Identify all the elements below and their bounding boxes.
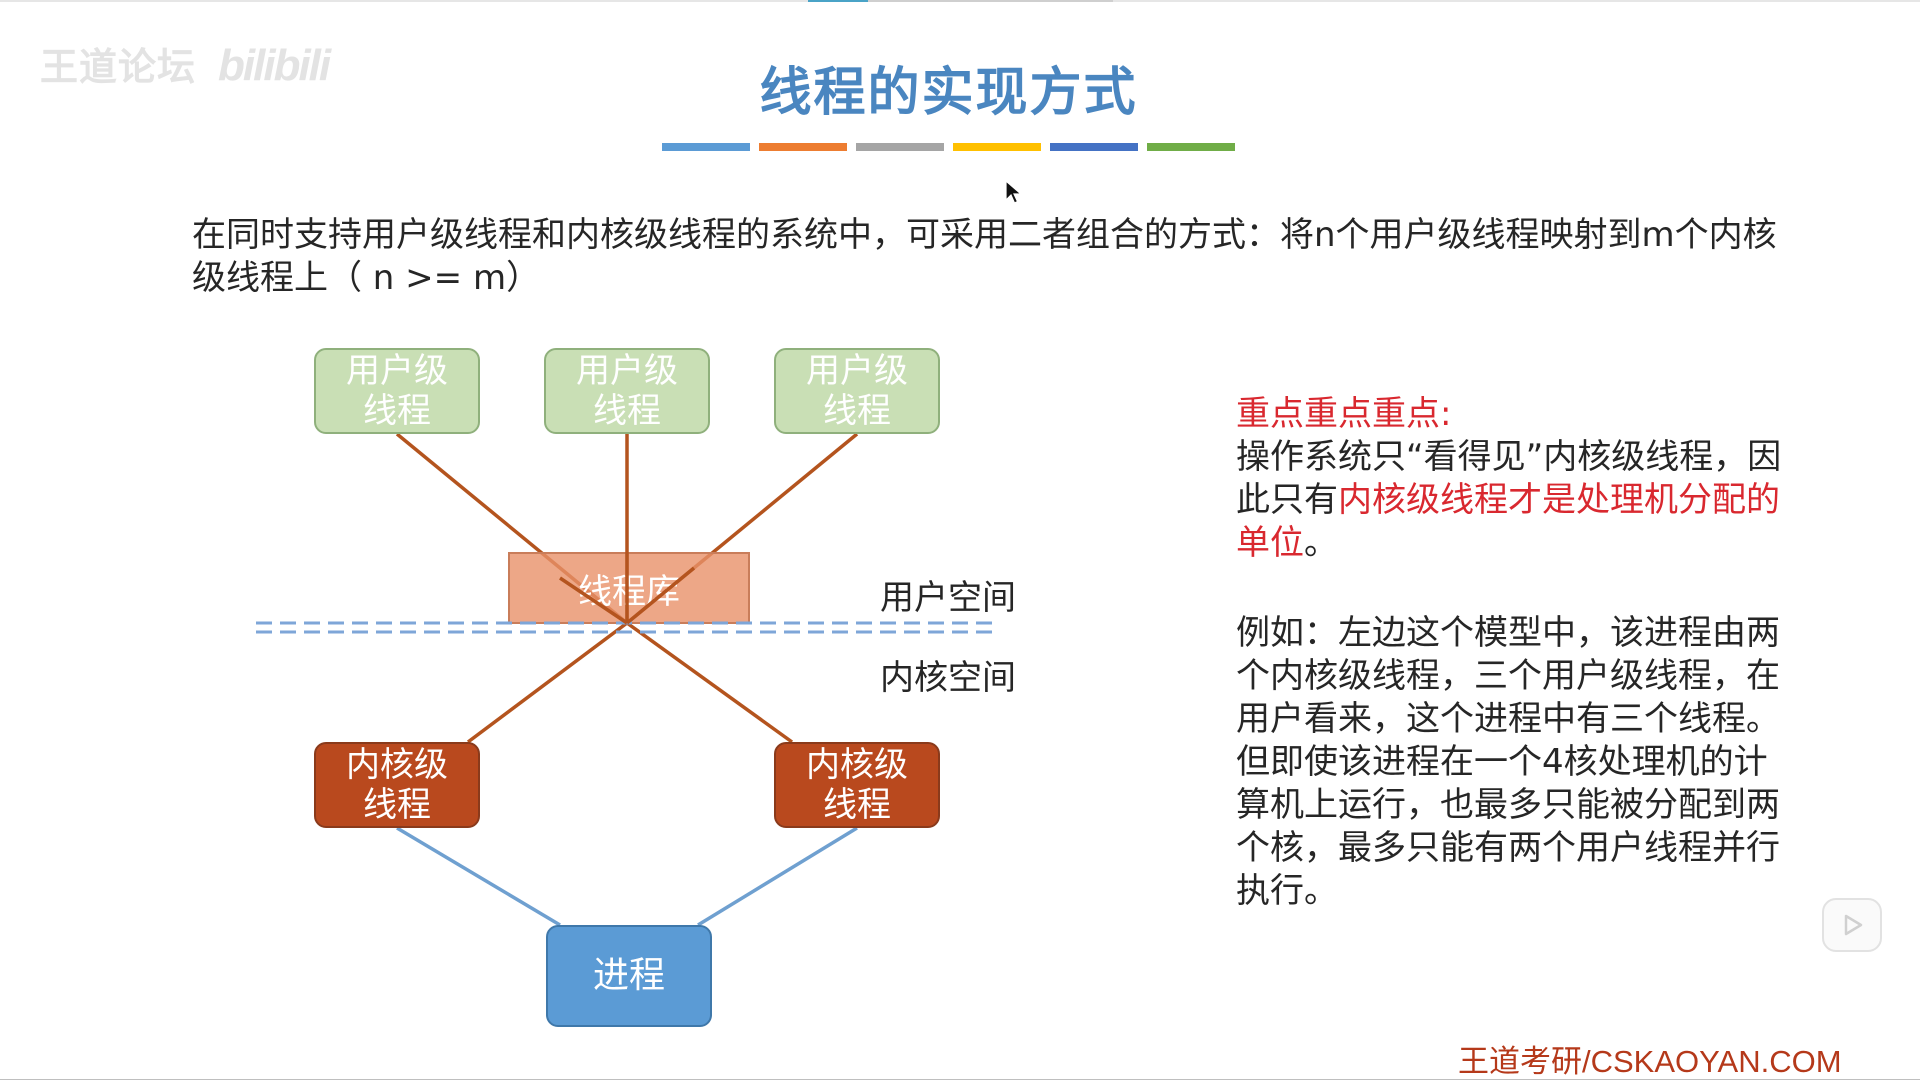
key-point-body: 操作系统只“看得见”内核级线程，因此只有内核级线程才是处理机分配的单位。 [1236,436,1796,565]
color-bar [953,143,1041,151]
thread-library-node: 线程库 [508,552,750,624]
key-point-text: 操作系统只“看得见”内核级线程，因此只有 [1236,437,1782,520]
play-button[interactable] [1822,898,1882,952]
user-thread-node: 用户级 线程 [314,348,480,434]
mapping-line [466,621,629,744]
color-bar [1050,143,1138,151]
color-bar [856,143,944,151]
color-bar [1147,143,1235,151]
color-bar [759,143,847,151]
kernel-space-label: 内核空间 [880,658,1016,698]
process-link-line [396,826,561,927]
process-node: 进程 [546,925,712,1027]
cursor-arrow-icon [1005,180,1023,204]
watermark: 王道论坛 bilibili [40,36,331,91]
progress-track [868,0,1113,2]
bilibili-logo: bilibili [218,41,331,90]
process-link-lines [396,826,858,927]
footer-brand: 王道考研/CSKAOYAN.COM [1458,1044,1842,1079]
slide-title: 线程的实现方式 [759,63,1138,123]
key-point-note: 重点重点重点: 操作系统只“看得见”内核级线程，因此只有内核级线程才是处理机分配… [1236,393,1796,565]
user-space-label: 用户空间 [880,578,1016,618]
color-bar [662,143,750,151]
progress-fill [808,0,868,2]
example-note: 例如：左边这个模型中，该进程由两个内核级线程，三个用户级线程，在用户看来，这个进… [1236,613,1780,911]
key-point-heading: 重点重点重点: [1236,394,1452,434]
mapping-line [625,621,794,744]
intro-text: 在同时支持用户级线程和内核级线程的系统中，可采用二者组合的方式：将n个用户级线程… [192,215,1777,298]
process-link-line [697,826,858,927]
top-progress-strip [0,0,1920,2]
user-thread-node: 用户级 线程 [774,348,940,434]
key-point-highlight: 内核级线程才是处理机分配的单位 [1236,480,1780,563]
user-thread-node: 用户级 线程 [544,348,710,434]
kernel-thread-node: 内核级 线程 [774,742,940,828]
kernel-thread-node: 内核级 线程 [314,742,480,828]
key-point-text-end: 。 [1304,523,1338,563]
watermark-text: 王道论坛 [40,47,197,89]
play-icon [1844,914,1863,936]
